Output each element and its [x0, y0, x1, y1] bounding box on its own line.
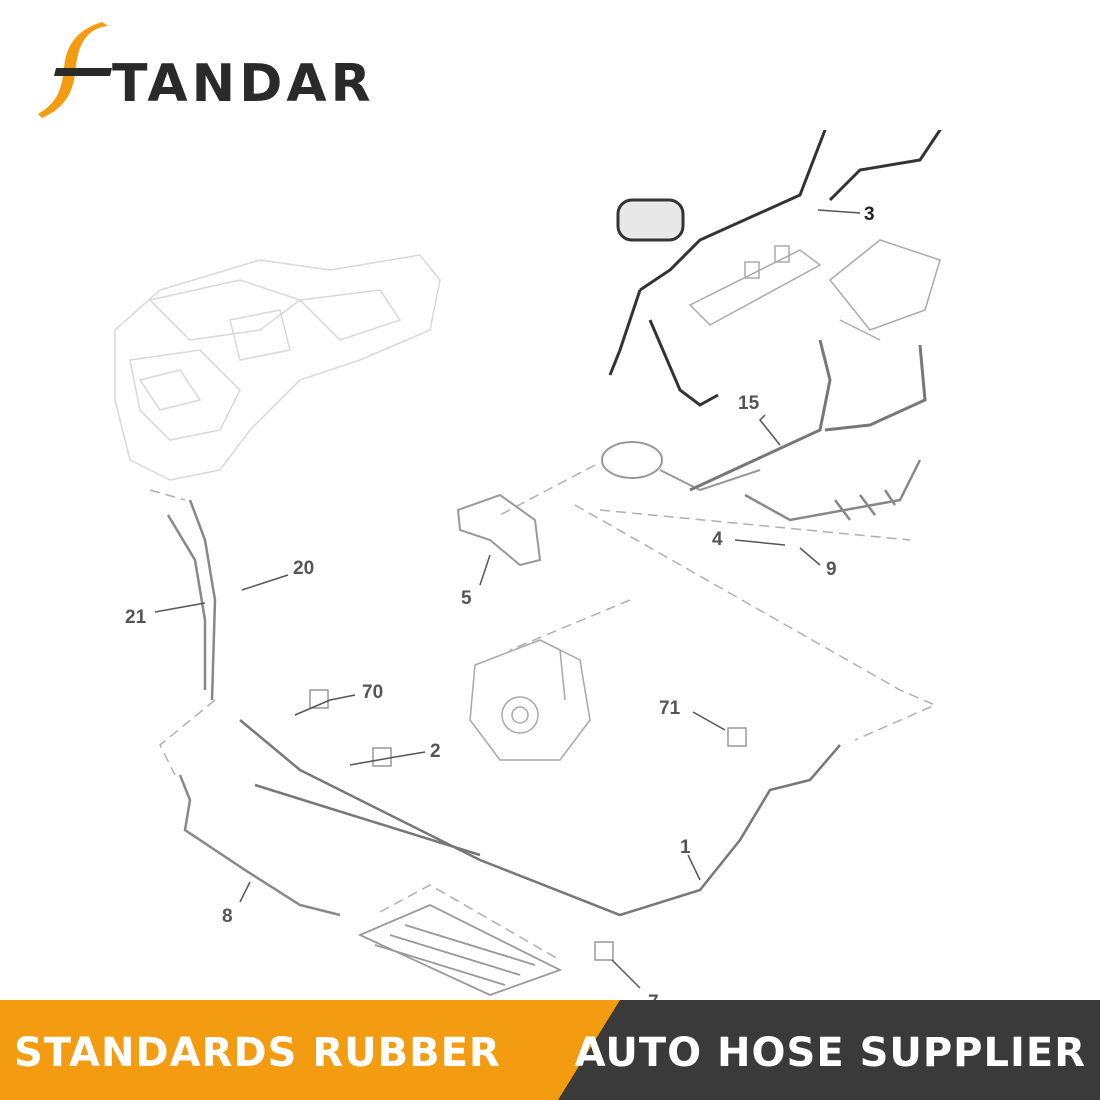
label-part-21: 21: [125, 607, 147, 628]
footer-left-panel: [0, 1000, 620, 1100]
label-part-7: 7: [648, 992, 659, 1000]
label-part-15: 15: [738, 393, 760, 414]
label-part-5: 5: [461, 588, 472, 609]
bracket-part-5: [456, 493, 542, 567]
hose-part-15: [689, 339, 927, 492]
label-part-4: 4: [712, 529, 723, 550]
label-part-2: 2: [430, 741, 441, 762]
fuel-rail-block: [688, 239, 941, 341]
label-part-20: 20: [293, 558, 314, 579]
footer-banner: STANDARDS RUBBER AUTO HOSE SUPPLIER: [0, 1000, 1100, 1100]
label-part-70: 70: [362, 682, 383, 703]
injector-line-part-4: [744, 459, 922, 522]
brand-logo: TANDAR: [30, 18, 430, 128]
fuel-line-parts-diagram: 3 15 4 9 5 20 21 70 2 71 1 8 7: [114, 130, 942, 1000]
label-part-3: 3: [864, 204, 875, 225]
return-line-part-8: [178, 774, 341, 917]
label-part-1: 1: [680, 837, 691, 858]
label-part-71: 71: [659, 698, 681, 719]
main-fuel-line-part-1: [239, 719, 841, 917]
label-part-9: 9: [826, 559, 837, 580]
brand-name: TANDAR: [112, 54, 375, 114]
fuel-cooler-part-7: [357, 904, 563, 996]
fuel-pump-drawing: [469, 639, 591, 761]
fuel-lines-part-20-21: [166, 499, 217, 701]
leader-lines: [154, 209, 861, 989]
hose-assembly-part-3: [608, 130, 942, 407]
engine-block-outline: [114, 254, 441, 481]
stylized-s-icon: [38, 22, 112, 118]
label-part-8: 8: [222, 906, 233, 927]
footer-tagline-left: STANDARDS RUBBER: [14, 1030, 501, 1076]
footer-tagline-right: AUTO HOSE SUPPLIER: [574, 1030, 1086, 1076]
fuel-filter-drawing: [601, 441, 761, 492]
